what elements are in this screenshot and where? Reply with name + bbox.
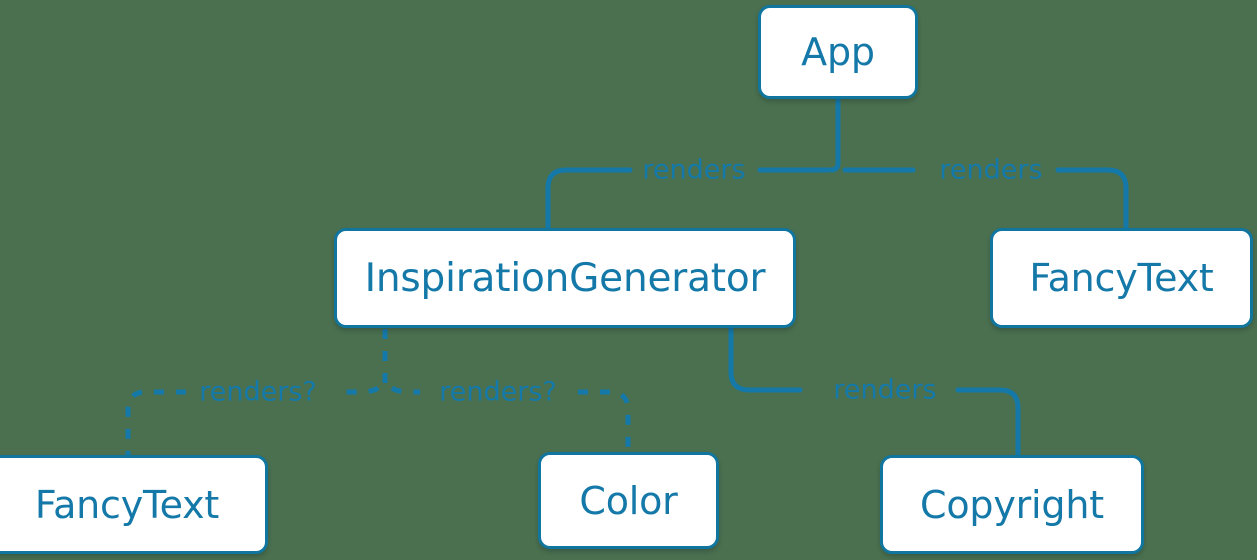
node-fancytext-right[interactable]: FancyText	[990, 228, 1253, 328]
node-fancytext-right-label: FancyText	[1029, 256, 1214, 300]
edge-ig-to-copyright-tail	[955, 387, 1021, 458]
edge-ig-to-fancytext-dashed-tail	[125, 389, 186, 455]
node-copyright[interactable]: Copyright	[880, 455, 1144, 554]
node-fancytext-left[interactable]: FancyText	[0, 455, 268, 554]
edge-ig-to-fancytext-dashed	[338, 385, 380, 395]
edge-ig-to-color-dashed-tail	[578, 389, 631, 452]
node-inspirationgenerator[interactable]: InspirationGenerator	[334, 228, 796, 328]
edge-label-app-renders-fancytext: renders	[939, 154, 1043, 186]
node-inspirationgenerator-label: InspirationGenerator	[364, 255, 766, 301]
edge-app-stem	[828, 96, 841, 173]
edge-ig-to-color-dashed	[390, 385, 420, 395]
node-color-label: Color	[579, 478, 678, 523]
edge-app-to-fancytext-right	[1055, 167, 1129, 231]
edge-ig-to-copyright-stem	[728, 326, 803, 393]
edge-app-to-inspiration-right	[545, 167, 633, 231]
node-app[interactable]: App	[758, 5, 918, 99]
edge-label-inspirationgenerator-renders-fancytext: renders?	[199, 376, 317, 408]
node-fancytext-left-label: FancyText	[34, 482, 220, 527]
edge-label-inspirationgenerator-renders-copyright: renders	[833, 374, 937, 406]
node-app-label: App	[801, 30, 875, 74]
edge-label-inspirationgenerator-renders-color: renders?	[439, 376, 557, 408]
node-color[interactable]: Color	[538, 452, 719, 549]
node-copyright-label: Copyright	[920, 482, 1104, 527]
edge-label-app-renders-inspirationgenerator: renders	[642, 154, 746, 186]
